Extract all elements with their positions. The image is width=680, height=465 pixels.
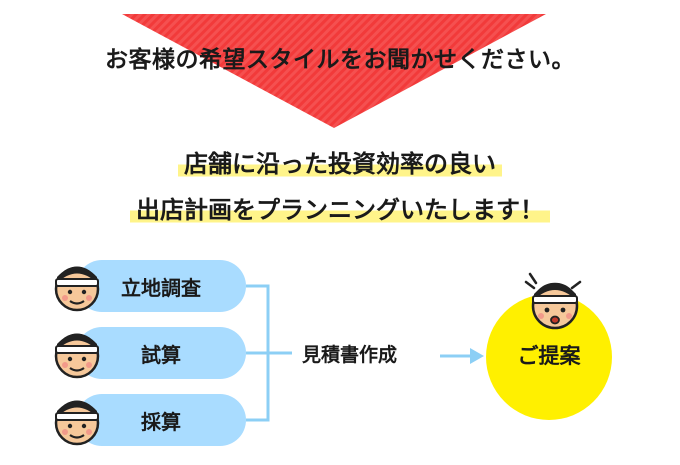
header-banner: お客様の希望スタイルをお聞かせください。 [0,0,680,130]
banner-arrow-shape [122,14,546,128]
step-label: 試算 [141,342,181,367]
banner-text: お客様の希望スタイルをお聞かせください。 [105,47,575,73]
person-headband-icon [54,400,100,446]
headline-line-2: 出店計画をプランニングいたします！ [0,190,680,225]
person-headband-icon [54,266,100,312]
step-label: 採算 [141,409,181,434]
step-pill-site-survey: 立地調査 [76,260,246,312]
result-label: ご提案 [517,344,581,368]
person-headband-icon [54,333,100,379]
headline-line-1-text: 店舗に沿った投資効率の良い [178,150,502,178]
headline-line-2-text: 出店計画をプランニングいたします！ [130,196,550,224]
flow-label-quotation: 見積書作成 [302,344,398,366]
headline-line-1: 店舗に沿った投資効率の良い [0,144,680,179]
arrow-right-icon [470,348,484,364]
person-headband-surprised-icon [524,272,582,330]
step-pill-profitability: 採算 [76,394,246,446]
step-label: 立地調査 [121,275,201,300]
step-pill-estimate: 試算 [76,327,246,379]
